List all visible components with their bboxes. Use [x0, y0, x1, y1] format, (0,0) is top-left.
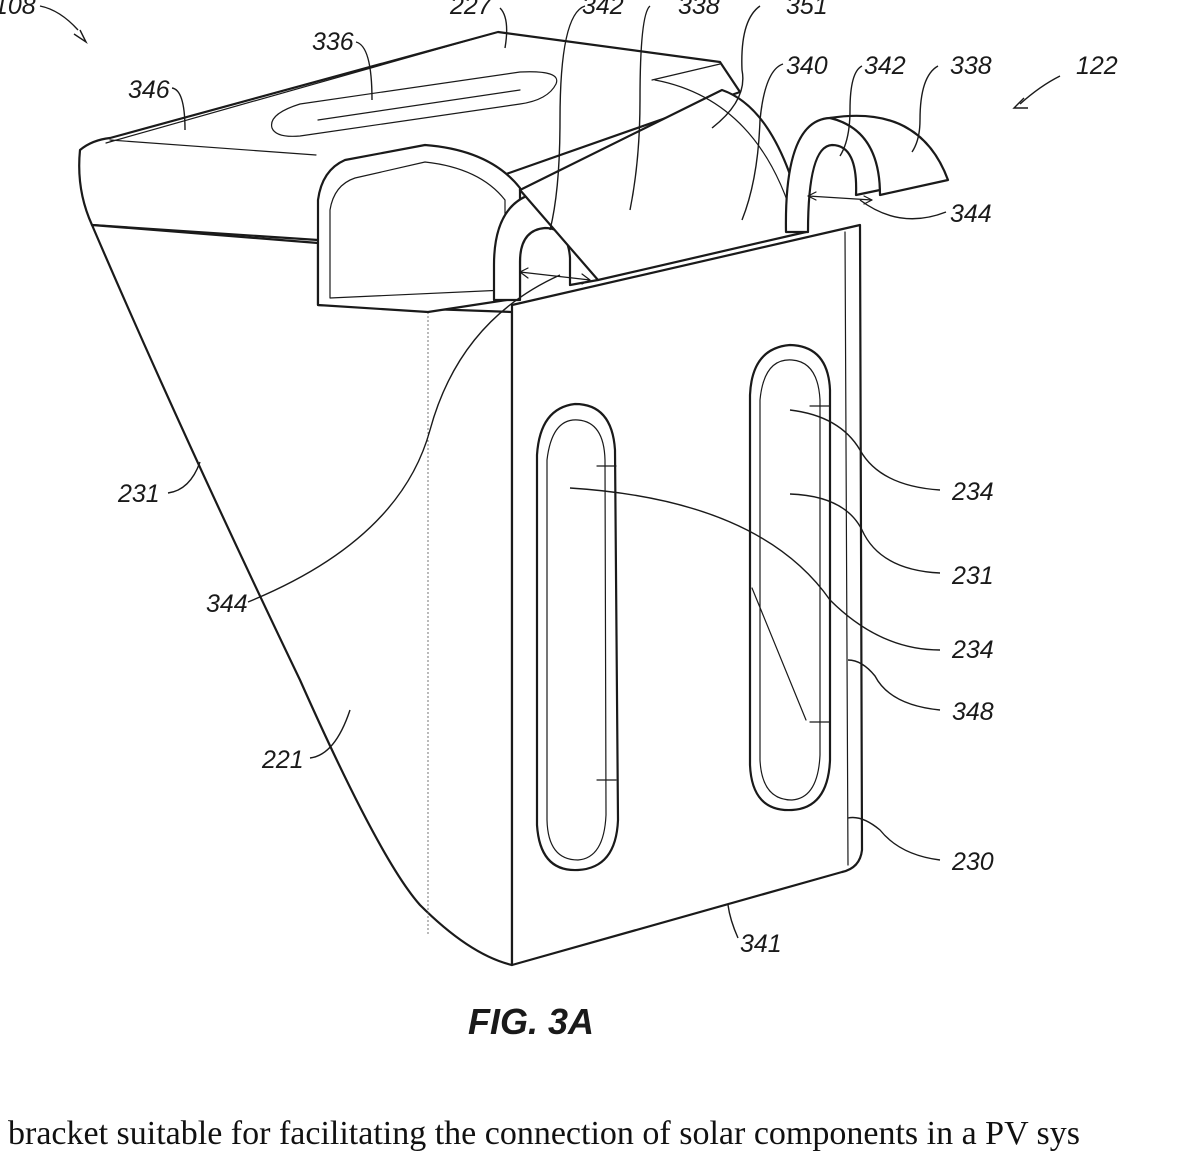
label-227: 227: [449, 0, 493, 20]
label-344-left: 344: [206, 590, 248, 618]
body-text-line: bracket suitable for facilitating the co…: [8, 1115, 1080, 1153]
label-344-right: 344: [950, 200, 992, 228]
label-342-middle: 342: [582, 0, 624, 20]
side-face: [92, 225, 512, 965]
label-234-upper: 234: [951, 478, 994, 506]
left-hook-housing: [318, 145, 520, 312]
label-338-middle: 338: [678, 0, 720, 20]
bracket-drawing: [79, 32, 948, 965]
label-348: 348: [952, 698, 994, 726]
label-346: 346: [128, 76, 170, 104]
label-336: 336: [312, 28, 354, 56]
label-351: 351: [786, 0, 828, 20]
label-221: 221: [261, 746, 304, 774]
label-122: 122: [1076, 52, 1118, 80]
front-slot-right: [750, 345, 830, 810]
label-108: 108: [0, 0, 36, 20]
label-340: 340: [786, 52, 828, 80]
label-341: 341: [740, 930, 782, 958]
label-234-lower: 234: [951, 636, 994, 664]
label-342-right: 342: [864, 52, 906, 80]
label-231-left: 231: [117, 480, 160, 508]
figure-caption: FIG. 3A: [468, 1001, 594, 1042]
label-230: 230: [951, 848, 994, 876]
label-338-right: 338: [950, 52, 992, 80]
label-231-right: 231: [951, 562, 994, 590]
